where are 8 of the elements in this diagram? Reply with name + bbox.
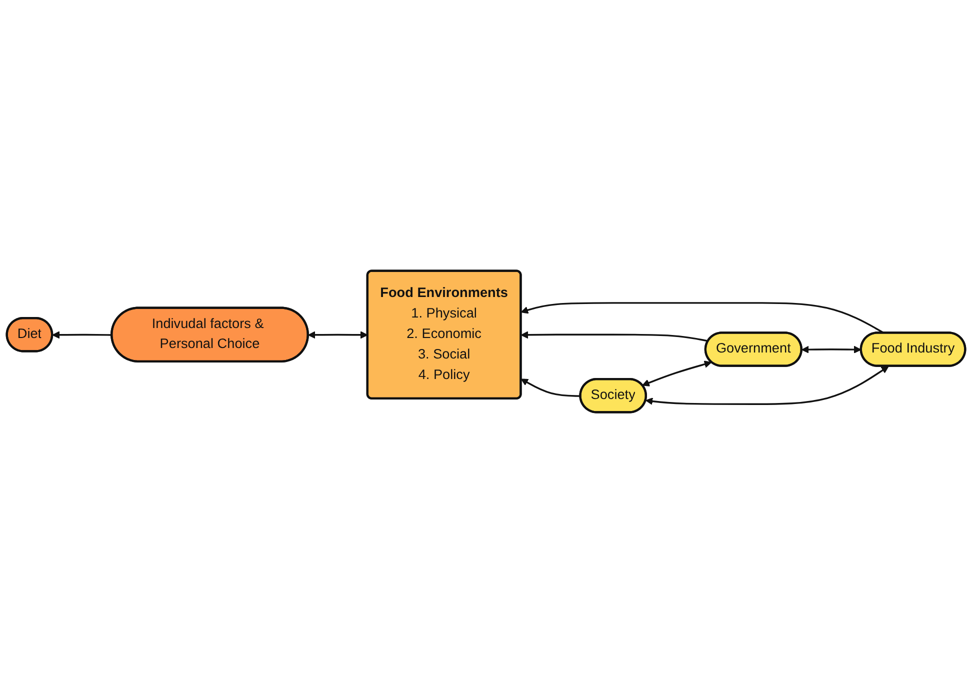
arrow	[520, 331, 708, 342]
arrow	[308, 331, 368, 339]
arrow	[645, 366, 889, 405]
arrow	[642, 360, 712, 386]
arrow	[52, 331, 112, 339]
arrow	[801, 346, 862, 354]
arrow	[520, 378, 581, 397]
arrow	[520, 302, 885, 334]
